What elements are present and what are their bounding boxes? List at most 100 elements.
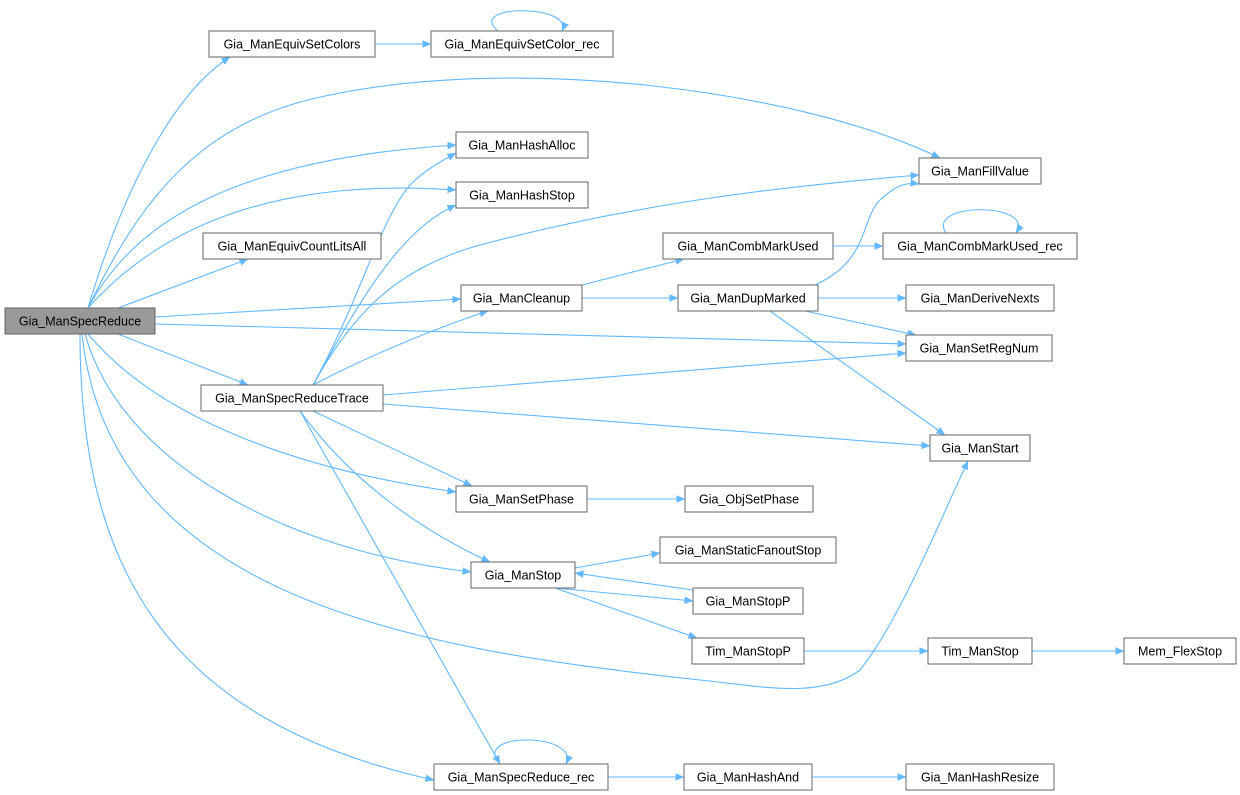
edge-spec-reduce-trace-to-hash-stop xyxy=(312,204,457,386)
edge-stop-to-stop-p xyxy=(554,587,694,604)
node-label: Gia_ManSpecReduceTrace xyxy=(215,392,369,406)
node-label: Gia_ManHashResize xyxy=(921,771,1039,785)
node-equiv-count-lits-all[interactable]: Gia_ManEquivCountLitsAll xyxy=(202,232,382,260)
node-box xyxy=(455,181,589,209)
edge-spec-reduce-trace-to-stop xyxy=(299,410,491,563)
node-box xyxy=(455,485,588,513)
node-label: Gia_ManCombMarkUsed xyxy=(677,240,818,254)
node-box xyxy=(927,637,1033,665)
node-label: Gia_ManEquivSetColors xyxy=(224,38,361,52)
node-equiv-set-color-rec[interactable]: Gia_ManEquivSetColor_rec xyxy=(430,30,614,58)
node-static-fanout-stop[interactable]: Gia_ManStaticFanoutStop xyxy=(659,536,837,564)
node-label: Gia_ManEquivCountLitsAll xyxy=(218,240,367,254)
edge-spec-reduce-trace-to-set-reg-num xyxy=(382,349,907,396)
node-box xyxy=(460,284,583,312)
edge-dup-marked-to-fill-value xyxy=(814,179,920,286)
node-label: Mem_FlexStop xyxy=(1138,645,1222,659)
node-box xyxy=(692,587,804,615)
edge-equiv-set-color-rec-to-equiv-set-color-rec xyxy=(491,10,569,32)
node-stop-p[interactable]: Gia_ManStopP xyxy=(692,587,804,615)
node-box xyxy=(202,232,382,260)
node-label: Gia_ManSpecReduce_rec xyxy=(448,771,595,785)
node-tim-stop[interactable]: Tim_ManStop xyxy=(927,637,1033,665)
edge-spec-reduce-trace-to-cleanup xyxy=(312,310,489,386)
node-hash-alloc[interactable]: Gia_ManHashAlloc xyxy=(455,131,589,159)
node-box xyxy=(208,30,376,58)
node-comb-mark-used-rec[interactable]: Gia_ManCombMarkUsed_rec xyxy=(882,232,1078,260)
node-cleanup[interactable]: Gia_ManCleanup xyxy=(460,284,583,312)
node-label: Gia_ManHashStop xyxy=(469,189,575,203)
edge-stop-to-static-fanout-stop xyxy=(574,550,661,569)
edge-comb-mark-used-rec-to-comb-mark-used-rec xyxy=(942,209,1024,234)
edge-spec-reduce-to-spec-reduce-rec xyxy=(79,333,435,782)
node-hash-stop[interactable]: Gia_ManHashStop xyxy=(455,181,589,209)
node-spec-reduce-trace[interactable]: Gia_ManSpecReduceTrace xyxy=(200,384,384,412)
node-set-phase[interactable]: Gia_ManSetPhase xyxy=(455,485,588,513)
node-box xyxy=(905,334,1053,362)
node-box xyxy=(684,485,814,513)
node-box xyxy=(905,763,1055,791)
edge-spec-reduce-to-fill-value xyxy=(87,77,941,309)
edge-dup-marked-to-set-reg-num xyxy=(804,310,917,337)
node-label: Gia_ManHashAnd xyxy=(697,771,799,785)
node-spec-reduce-rec[interactable]: Gia_ManSpecReduce_rec xyxy=(433,763,609,791)
node-label: Gia_ManSetPhase xyxy=(469,493,574,507)
node-box xyxy=(455,131,589,159)
node-box xyxy=(4,307,156,335)
edge-spec-reduce-to-set-phase xyxy=(87,333,457,495)
edge-dup-marked-to-start xyxy=(769,310,946,436)
node-box xyxy=(905,284,1055,312)
node-derive-nexts[interactable]: Gia_ManDeriveNexts xyxy=(905,284,1055,312)
node-label: Gia_ManFillValue xyxy=(931,165,1029,179)
node-box xyxy=(430,30,614,58)
node-label: Gia_ManStop xyxy=(485,569,561,583)
edge-stop-to-tim-stop-p xyxy=(554,587,698,639)
node-start[interactable]: Gia_ManStart xyxy=(929,434,1031,462)
node-box xyxy=(677,284,819,312)
edge-spec-reduce-to-set-reg-num xyxy=(154,323,907,348)
edge-spec-reduce-trace-to-hash-alloc xyxy=(312,152,457,386)
node-dup-marked[interactable]: Gia_ManDupMarked xyxy=(677,284,819,312)
node-stop[interactable]: Gia_ManStop xyxy=(470,561,576,589)
node-box xyxy=(683,763,813,791)
node-label: Gia_ManCleanup xyxy=(473,292,570,306)
node-mem-flex-stop[interactable]: Mem_FlexStop xyxy=(1123,637,1237,665)
edge-spec-reduce-trace-to-start xyxy=(382,403,931,450)
edge-spec-reduce-to-equiv-set-colors xyxy=(87,56,231,309)
node-label: Gia_ManHashAlloc xyxy=(469,139,576,153)
node-label: Gia_ManCombMarkUsed_rec xyxy=(897,240,1062,254)
edge-spec-reduce-to-hash-stop xyxy=(87,185,457,309)
edge-spec-reduce-to-stop xyxy=(84,333,472,575)
edge-spec-reduce-trace-to-spec-reduce-rec xyxy=(299,410,501,765)
edge-spec-reduce-rec-to-spec-reduce-rec xyxy=(494,739,573,765)
edge-spec-reduce-to-hash-alloc xyxy=(87,141,457,309)
node-comb-mark-used[interactable]: Gia_ManCombMarkUsed xyxy=(662,232,834,260)
node-box xyxy=(433,763,609,791)
node-box xyxy=(659,536,837,564)
node-label: Gia_ManStaticFanoutStop xyxy=(675,544,822,558)
node-box xyxy=(1123,637,1237,665)
edge-spec-reduce-trace-to-set-phase xyxy=(312,410,473,487)
node-label: Gia_ManDupMarked xyxy=(690,292,805,306)
node-obj-set-phase[interactable]: Gia_ObjSetPhase xyxy=(684,485,814,513)
node-spec-reduce[interactable]: Gia_ManSpecReduce xyxy=(4,307,156,335)
edge-spec-reduce-to-spec-reduce-trace xyxy=(117,333,249,386)
node-tim-stop-p[interactable]: Tim_ManStopP xyxy=(691,637,805,665)
node-hash-and[interactable]: Gia_ManHashAnd xyxy=(683,763,813,791)
node-box xyxy=(200,384,384,412)
node-label: Tim_ManStopP xyxy=(705,645,791,659)
edge-spec-reduce-to-start xyxy=(81,333,969,690)
edge-spec-reduce-to-equiv-count-lits-all xyxy=(117,258,249,309)
node-hash-resize[interactable]: Gia_ManHashResize xyxy=(905,763,1055,791)
node-set-reg-num[interactable]: Gia_ManSetRegNum xyxy=(905,334,1053,362)
node-box xyxy=(929,434,1031,462)
edge-spec-reduce-trace-to-fill-value xyxy=(312,171,920,386)
node-equiv-set-colors[interactable]: Gia_ManEquivSetColors xyxy=(208,30,376,58)
node-box xyxy=(662,232,834,260)
node-fill-value[interactable]: Gia_ManFillValue xyxy=(918,157,1042,185)
edge-cleanup-to-comb-mark-used xyxy=(581,257,685,286)
node-label: Gia_ManSetRegNum xyxy=(920,342,1039,356)
node-label: Tim_ManStop xyxy=(941,645,1018,659)
